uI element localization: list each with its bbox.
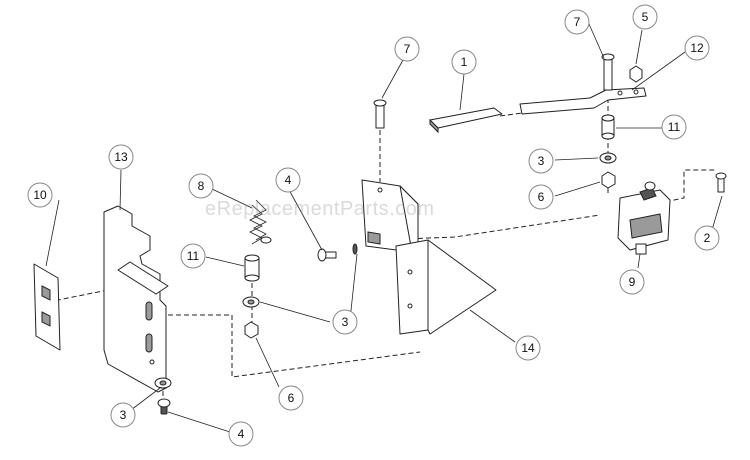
callout-8: 8	[188, 173, 214, 199]
svg-text:3: 3	[342, 315, 349, 329]
svg-text:4: 4	[238, 427, 245, 441]
callout-4-lower: 4	[228, 421, 254, 447]
center-bracket	[361, 179, 419, 253]
spacer-part-11-left	[244, 254, 260, 282]
washer-part-3-middle	[242, 296, 260, 308]
callout-6-right: 6	[528, 184, 554, 210]
svg-text:10: 10	[33, 188, 47, 202]
svg-text:1: 1	[461, 55, 468, 69]
callout-3-middle: 3	[332, 309, 358, 335]
callout-12: 12	[684, 35, 710, 61]
plate-part-10	[33, 263, 61, 351]
svg-text:12: 12	[690, 41, 704, 55]
svg-text:6: 6	[538, 190, 545, 204]
svg-text:5: 5	[642, 10, 649, 24]
washer-part-3-bracket	[352, 243, 358, 255]
callout-7-center: 7	[394, 36, 420, 62]
callout-4-middle: 4	[275, 167, 301, 193]
bolt-part-7-center	[373, 99, 387, 129]
angle-plate-part-14	[395, 239, 497, 335]
bolt-part-7-right	[601, 53, 615, 91]
screw-part-2	[715, 172, 727, 193]
callout-5: 5	[632, 4, 658, 30]
callout-3-lower-left: 3	[110, 402, 136, 428]
callout-7-right: 7	[564, 9, 590, 35]
callout-13: 13	[108, 144, 134, 170]
callout-11-right: 11	[661, 114, 687, 140]
callout-3-right: 3	[528, 148, 554, 174]
nut-part-6-right	[601, 171, 616, 189]
nut-part-6-left	[244, 321, 259, 339]
callout-2: 2	[694, 225, 720, 251]
svg-text:7: 7	[574, 15, 581, 29]
callout-10: 10	[27, 182, 53, 208]
callout-1: 1	[451, 49, 477, 75]
svg-text:14: 14	[521, 341, 535, 355]
lever-arm-part-12	[519, 87, 647, 115]
washer-part-3-right	[599, 152, 617, 164]
svg-text:13: 13	[114, 150, 128, 164]
svg-text:11: 11	[668, 120, 681, 134]
callout-6-left: 6	[278, 385, 304, 411]
grip-part-1	[429, 107, 503, 134]
svg-text:9: 9	[629, 275, 636, 289]
callout-11-left: 11	[180, 243, 206, 269]
washer-part-3-lower	[154, 377, 172, 389]
callout-9: 9	[619, 269, 645, 295]
spring-part-8	[249, 199, 272, 245]
svg-text:7: 7	[404, 42, 411, 56]
callout-14: 14	[515, 335, 541, 361]
screw-part-4-lower	[157, 398, 171, 415]
svg-text:3: 3	[538, 154, 545, 168]
svg-text:11: 11	[187, 249, 200, 263]
screw-part-4-middle	[317, 248, 337, 262]
spacer-part-11-right	[601, 114, 615, 140]
svg-text:8: 8	[198, 179, 205, 193]
svg-text:4: 4	[285, 173, 292, 187]
leader-lines	[45, 23, 723, 433]
callouts: 1 2 3 3 3 3 4 4	[27, 4, 720, 447]
switch-assembly-part-9	[617, 181, 671, 255]
svg-text:6: 6	[288, 391, 295, 405]
svg-text:3: 3	[120, 408, 127, 422]
svg-text:2: 2	[704, 231, 711, 245]
nut-part-5	[629, 65, 643, 83]
bracket-part-13	[103, 205, 169, 393]
